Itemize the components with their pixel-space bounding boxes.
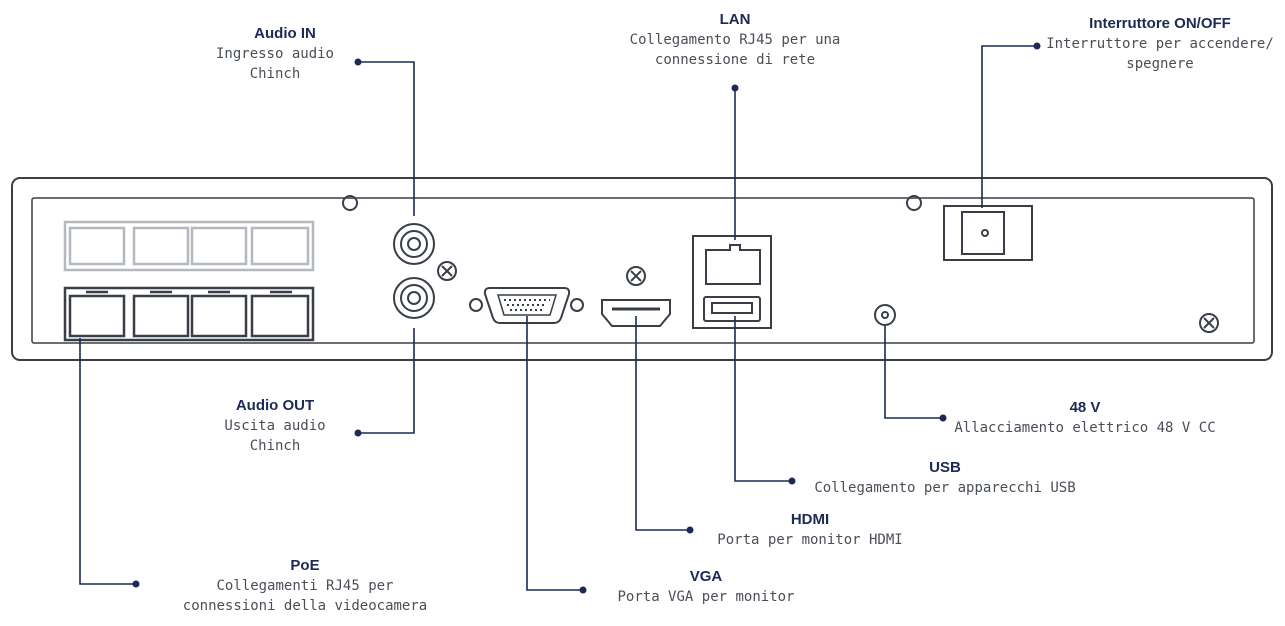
lan-usb-block <box>692 235 772 329</box>
callout-desc-line: Allacciamento elettrico 48 V CC <box>954 420 1216 436</box>
poe-ports-lower-row <box>63 286 315 342</box>
leader-hdmi <box>635 316 690 531</box>
leader-poe <box>79 338 136 585</box>
callout-desc-line: Ingresso audio <box>215 46 334 62</box>
power-socket-48v <box>874 304 896 326</box>
audio-jacks <box>393 223 457 319</box>
callout-hdmi: HDMI Porta per monitor HDMI <box>700 510 920 550</box>
audio-in-jack <box>393 223 435 265</box>
callout-poe: PoE Collegamenti RJ45 per connessioni de… <box>160 556 450 616</box>
callout-title: VGA <box>689 568 723 585</box>
callout-desc-line: Collegamento per apparecchi USB <box>814 480 1076 496</box>
callout-desc-line: connessione di rete <box>654 52 816 68</box>
callout-desc-line: Porta VGA per monitor <box>617 589 795 605</box>
callout-title: PoE <box>290 557 320 574</box>
callout-desc-line: Collegamenti RJ45 per <box>216 578 394 594</box>
audio-out-jack <box>393 277 435 319</box>
callout-desc-line: spegnere <box>1126 56 1194 72</box>
hdmi-port <box>601 266 671 327</box>
callout-title: Interruttore ON/OFF <box>1089 15 1231 32</box>
leader-lines <box>79 45 1037 591</box>
callout-title: 48 V <box>1069 399 1101 416</box>
callout-desc-line: connessioni della videocamera <box>182 598 428 614</box>
callout-power-switch: Interruttore ON/OFF Interruttore per acc… <box>1040 14 1280 74</box>
callout-title: Audio IN <box>254 25 316 42</box>
poe-ports-upper-row <box>63 220 315 272</box>
lan-port <box>705 244 761 285</box>
leader-48v <box>884 326 943 419</box>
callout-desc-line: Porta per monitor HDMI <box>717 532 903 548</box>
callout-48v: 48 V Allacciamento elettrico 48 V CC <box>945 398 1225 438</box>
callout-audio-out: Audio OUT Uscita audio Chinch <box>200 396 350 456</box>
callout-desc-line: Chinch <box>249 66 301 82</box>
leader-audio-out <box>358 328 415 434</box>
callout-title: Audio OUT <box>235 397 315 414</box>
callout-lan: LAN Collegamento RJ45 per una connession… <box>600 10 870 70</box>
callout-desc-line: Collegamento RJ45 per una <box>629 32 841 48</box>
leader-vga <box>526 316 583 591</box>
leader-audio-in <box>358 61 415 216</box>
power-switch <box>943 205 1033 261</box>
callout-desc-line: Uscita audio <box>224 418 326 434</box>
callout-title: LAN <box>719 11 751 28</box>
callout-desc-line: Interruttore per accendere/ <box>1046 36 1274 52</box>
screw-icon <box>437 261 457 281</box>
leader-dots <box>132 42 1041 594</box>
mount-hole-left <box>342 195 358 211</box>
callout-audio-in: Audio IN Ingresso audio Chinch <box>180 24 350 84</box>
callout-usb: USB Collegamento per apparecchi USB <box>795 458 1095 498</box>
leader-usb <box>734 316 792 482</box>
usb-port <box>703 296 761 322</box>
screw-icon <box>626 266 646 286</box>
callout-title: USB <box>929 459 961 476</box>
callout-vga: VGA Porta VGA per monitor <box>596 567 816 607</box>
callout-desc-line: Chinch <box>249 438 301 454</box>
callout-title: HDMI <box>790 511 830 528</box>
mount-hole-right <box>906 195 922 211</box>
device-chassis <box>11 177 1273 361</box>
vga-port <box>469 287 584 324</box>
leader-power-switch <box>981 45 1037 208</box>
screw-icon <box>1199 313 1219 333</box>
